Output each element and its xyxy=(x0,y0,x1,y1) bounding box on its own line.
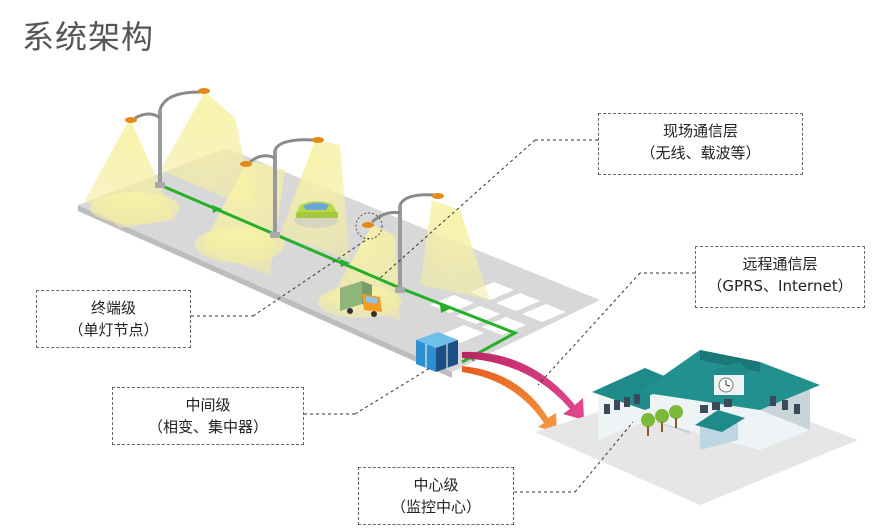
middle-level-title: 中间级 xyxy=(185,396,231,414)
terminal-level-title: 终端级 xyxy=(90,299,136,317)
lamp-highlight-circle xyxy=(355,212,383,240)
street-lamp-2 xyxy=(240,137,324,238)
street-lamp-3 xyxy=(362,193,444,293)
remote-comm-label: 远程通信层 （GPRS、Internet） xyxy=(695,246,865,308)
truck xyxy=(340,281,382,317)
middle-level-label: 中间级 （相变、集中器） xyxy=(112,387,304,445)
center-level-title: 中心级 xyxy=(413,476,459,494)
concentrator-box[interactable] xyxy=(416,332,458,372)
monitoring-center-building xyxy=(535,350,858,505)
center-level-label: 中心级 （监控中心） xyxy=(358,467,514,525)
middle-level-sub: （相变、集中器） xyxy=(147,418,268,436)
terminal-level-sub: （单灯节点） xyxy=(68,321,159,339)
field-comm-label: 现场通信层 （无线、载波等） xyxy=(598,113,803,175)
leader-lines xyxy=(191,139,695,493)
street-lamp-1 xyxy=(125,88,210,188)
terminal-level-label: 终端级 （单灯节点） xyxy=(36,290,191,348)
arrow-magenta xyxy=(462,351,584,420)
car xyxy=(294,201,338,228)
page-title: 系统架构 xyxy=(22,18,155,56)
arrow-orange xyxy=(462,366,557,432)
center-level-sub: （监控中心） xyxy=(390,498,481,516)
remote-comm-title: 远程通信层 xyxy=(742,255,818,273)
road-edge xyxy=(78,205,452,378)
remote-comm-sub: （GPRS、Internet） xyxy=(707,277,853,295)
field-comm-sub: （无线、载波等） xyxy=(640,144,761,162)
field-comm-title: 现场通信层 xyxy=(662,122,738,140)
